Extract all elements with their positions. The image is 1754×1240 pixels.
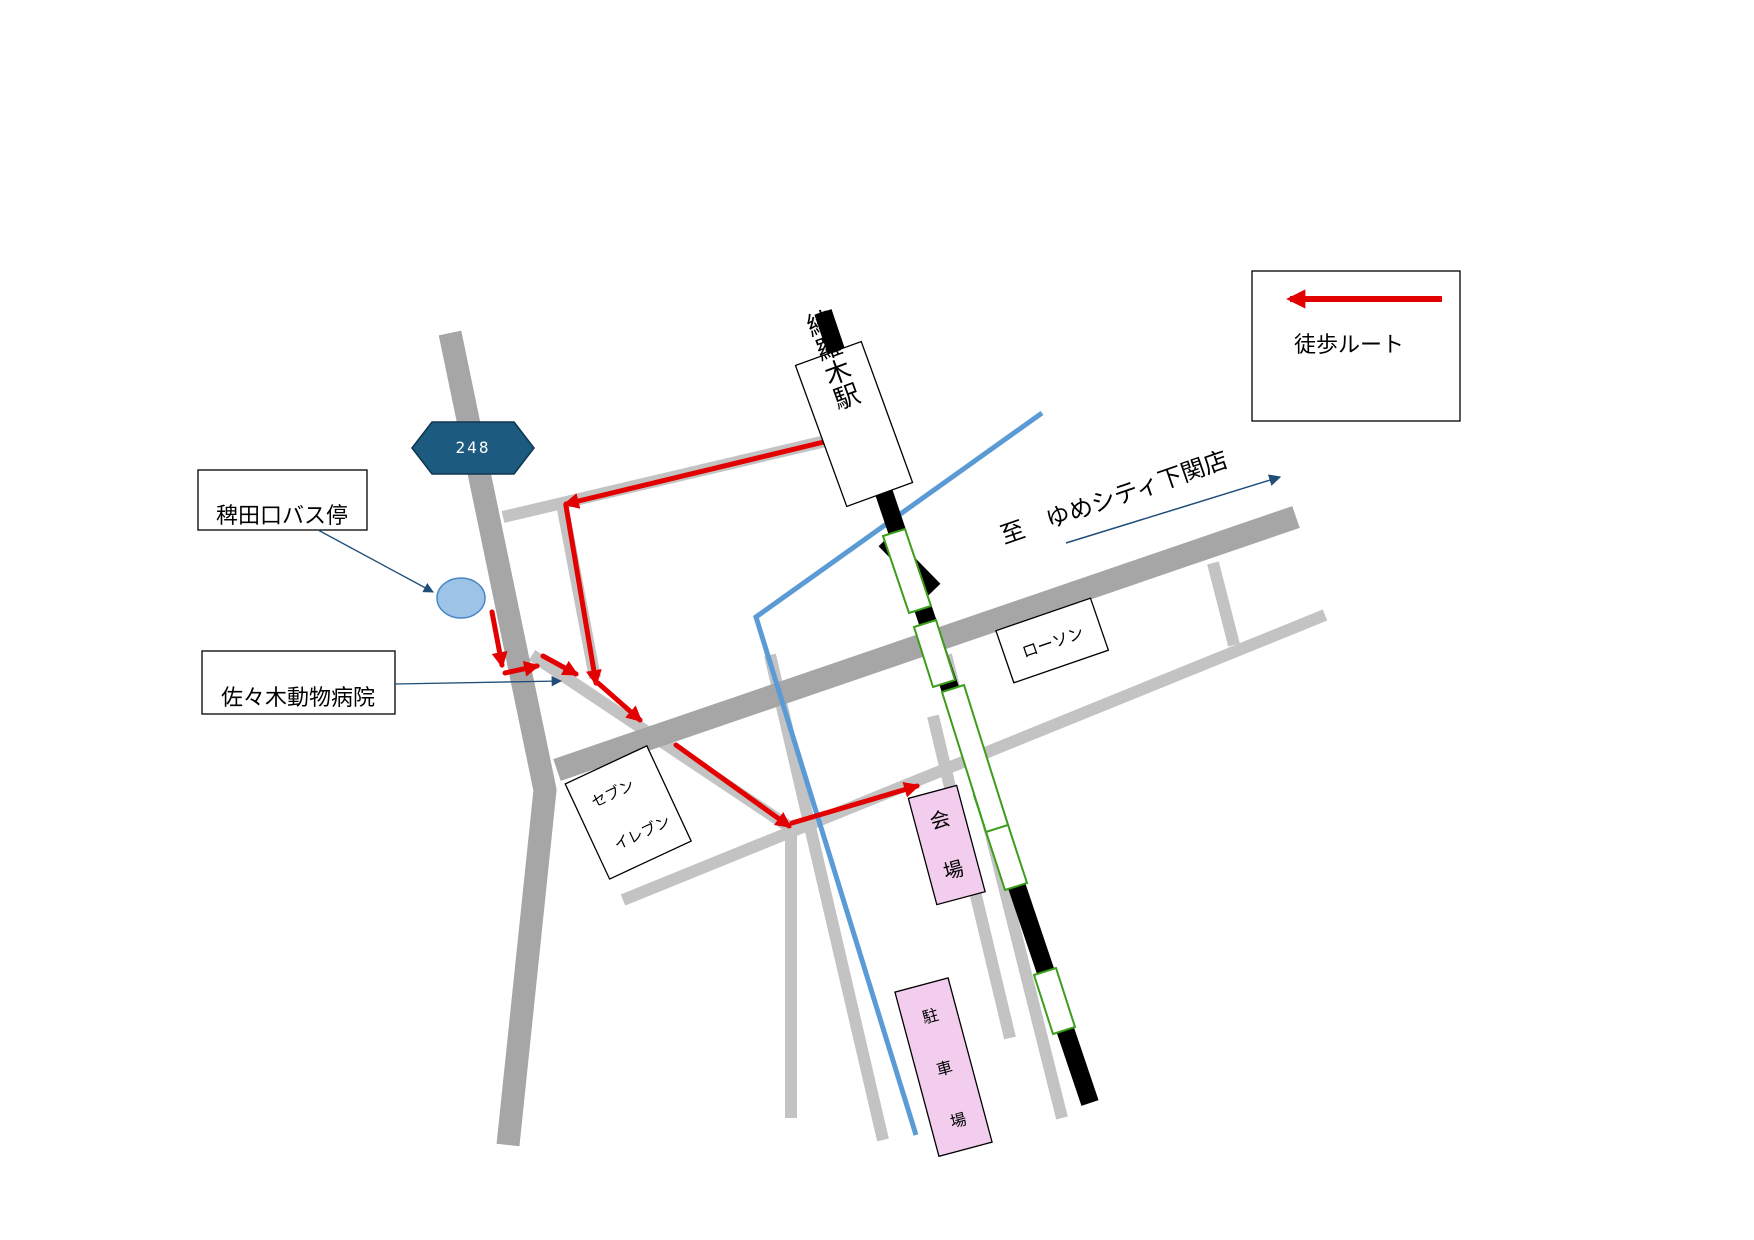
animal-hospital-name: 佐々木動物病院 xyxy=(221,686,375,711)
direction-label: 至 ゆめシティ下関店 xyxy=(997,446,1232,550)
direction-arrow xyxy=(1065,474,1282,544)
side-road-right-connector xyxy=(1207,561,1240,647)
legend-label: 徒歩ルート xyxy=(1294,333,1404,358)
walking-route xyxy=(489,438,921,829)
station-label: 綾羅木駅 xyxy=(794,306,914,508)
parking: 駐 車 場 xyxy=(894,977,993,1158)
bus-stop-marker xyxy=(436,577,486,619)
bus-stop-callout: 稗田口バス停 xyxy=(197,469,486,619)
lawson-store: ローソン xyxy=(995,597,1110,684)
legend: 徒歩ルート xyxy=(1251,270,1461,422)
parking-char-1: 駐 xyxy=(920,1005,940,1027)
parking-char-3: 場 xyxy=(948,1109,968,1131)
seven-eleven-store: セブン イレブン xyxy=(564,744,693,880)
route-248-road xyxy=(438,330,557,1147)
river xyxy=(753,410,1044,1136)
parking-char-2: 車 xyxy=(934,1057,954,1079)
route-248-sign: 248 xyxy=(411,421,535,475)
animal-hospital-leader xyxy=(394,675,563,687)
route-number: 248 xyxy=(456,438,491,457)
venue: 会 場 xyxy=(907,784,986,906)
bus-stop-leader xyxy=(317,529,434,593)
bus-stop-name: 稗田口バス停 xyxy=(216,504,348,529)
direction-text: 至 ゆめシティ下関店 xyxy=(997,446,1232,550)
side-road-diag-2 xyxy=(764,653,889,1142)
animal-hospital-callout: 佐々木動物病院 xyxy=(201,650,563,715)
